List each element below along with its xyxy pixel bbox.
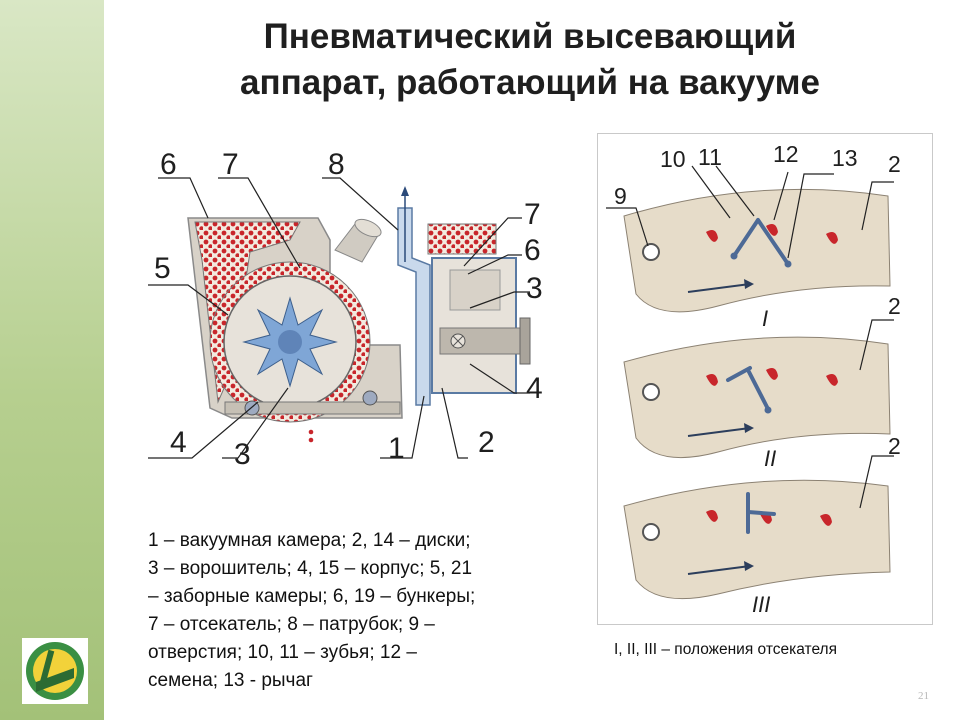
callout-2-top: 2 [888,151,901,177]
title-line-1: Пневматический высевающий [263,17,797,56]
cutter-positions-panel: 9 10 11 12 13 2 2 2 I II III [597,133,933,625]
callout-3-right: 3 [526,272,543,305]
legend-line: 1 – вакуумная камера; 2, 14 – диски; [148,530,471,551]
disk-segment-1 [623,188,891,313]
callout-4-right: 4 [526,372,543,405]
apparatus-diagram: 6 7 8 7 6 3 5 4 4 3 1 2 [148,148,543,471]
side-band [0,0,104,720]
callout-5: 5 [154,252,171,285]
position-labels: I II III [752,306,776,617]
legend-line: семена; 13 - рычаг [148,670,313,691]
legend-line: – заборные камеры; 6, 19 – бункеры; [148,586,476,607]
cutter-positions-diagram: 9 10 11 12 13 2 2 2 I II III [606,141,901,617]
position-label-3: III [752,592,770,617]
callout-3-left: 3 [234,438,251,471]
callout-1: 1 [388,432,405,465]
callout-7-left: 7 [222,148,239,181]
callout-6-right: 6 [524,234,541,267]
callout-2-middle: 2 [888,293,901,319]
hopper-right [427,223,497,255]
university-logo [22,638,88,704]
position-label-1: I [762,306,768,331]
positions-caption: I, II, III – положения отсекателя [614,641,837,658]
callout-6-left: 6 [160,148,177,181]
callout-8: 8 [328,148,345,181]
title-line-2: аппарат, работающий на вакууме [240,62,820,102]
disk-segment-2 [623,336,891,458]
callout-11: 11 [698,144,722,170]
callout-2-bottom: 2 [888,433,901,459]
callout-13: 13 [832,145,858,171]
page-number: 21 [918,690,929,702]
vacuum-chamber [431,257,517,394]
legend-line: отверстия; 10, 11 – зубья; 12 – [148,642,417,663]
position-callouts: 9 10 11 12 13 2 2 2 [614,141,901,459]
base-plate [224,401,401,415]
position-label-2: II [764,446,776,471]
callout-12: 12 [773,141,799,167]
callout-4-left: 4 [170,426,187,459]
legend-line: 3 – ворошитель; 4, 15 – корпус; 5, 21 [148,558,473,579]
legend: 1 – вакуумная камера; 2, 14 – диски; 3 –… [148,527,578,695]
callout-7-right: 7 [524,198,541,231]
callout-2: 2 [478,426,495,459]
legend-line: 7 – отсекатель; 8 – патрубок; 9 – [148,614,435,635]
slide-title: Пневматический высевающий аппарат, работ… [120,14,940,105]
roller-right [362,390,378,406]
vacuum-pipe [397,207,431,406]
apparatus-callouts: 6 7 8 7 6 3 5 4 4 3 1 2 [154,148,543,471]
callout-9: 9 [614,183,627,209]
callout-10: 10 [660,146,686,172]
disk-segment-3 [623,479,891,600]
